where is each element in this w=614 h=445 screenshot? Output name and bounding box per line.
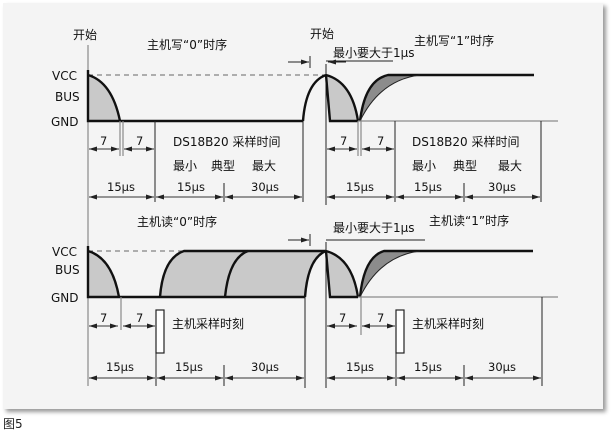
read-0-dim-7a-label: 7 [100, 311, 107, 325]
write-gnd-label: GND [51, 115, 79, 129]
read-0-late-rise-curve [303, 249, 327, 298]
read-1-rise-fill [360, 251, 420, 297]
write-0-release-fill [88, 75, 120, 121]
read-1-dim-15b-label: 15μs [414, 360, 442, 374]
read-0-release-fill [88, 251, 119, 297]
read-min-gap-label: 最小要大于1μs [333, 221, 415, 235]
write-0-dim-15a-label: 15μs [107, 180, 135, 194]
read-bus-label: BUS [55, 263, 80, 277]
read-0-title: 主机读“0”时序 [137, 214, 217, 229]
read-0-sample-moment-label: 主机采样时刻 [172, 316, 244, 331]
read-vcc-label: VCC [52, 245, 77, 259]
read-1-dim-7b-label: 7 [377, 311, 384, 325]
read-1-dim-15a-label: 15μs [346, 360, 374, 374]
write-0-decay-curve [87, 73, 122, 122]
write-1-rise-fill [360, 75, 420, 121]
read-1-decay-curve [325, 249, 360, 298]
write-0-min-label: 最小 [173, 159, 197, 173]
write-0-rise-curve [301, 73, 327, 122]
read-1-dim-30-label: 30μs [488, 360, 516, 374]
write-0-dim-7a-label: 7 [100, 134, 107, 148]
write-vcc-label: VCC [52, 69, 77, 83]
write-1-decay-curve [325, 73, 360, 122]
read-1-dim-7a-label: 7 [339, 311, 346, 325]
write-1-release-fill [326, 75, 358, 121]
read-0-dim-15a-label: 15μs [106, 360, 134, 374]
write-0-dim-15b-label: 15μs [177, 180, 205, 194]
write-1-min-label: 最小 [412, 159, 436, 173]
figure-caption: 图5 [3, 417, 23, 431]
write-1-dim-7a-label: 7 [340, 134, 347, 148]
write-1-sample-window-label: DS18B20 采样时间 [412, 134, 519, 149]
read-0-hold-fill [160, 251, 326, 297]
read-gnd-label: GND [51, 291, 79, 305]
read-1-rise-curve [358, 249, 533, 298]
write-1-dim-7b-label: 7 [377, 134, 384, 148]
write-1-max-label: 最大 [498, 159, 522, 173]
write-timing: 开始 主机写“0”时序 开始 主机写“1”时序 最小要大于1μs VCC BUS… [51, 27, 558, 220]
read-0-early-rise-curve [158, 249, 326, 298]
read-0-mid-rise-curve [223, 249, 249, 298]
read-0-low-pulse [86, 246, 305, 299]
write-0-dim-7b-label: 7 [136, 134, 143, 148]
read-0-dim-7b-label: 7 [136, 311, 143, 325]
read-0-sample-marker [155, 309, 165, 354]
write-start-label-left: 开始 [73, 28, 97, 42]
read-1-low-pulse [324, 250, 358, 299]
write-min-gap-label: 最小要大于1μs [333, 46, 415, 60]
write-1-title: 主机写“1”时序 [414, 33, 494, 48]
read-0-decay-curve [87, 249, 121, 298]
write-1-typ-label: 典型 [453, 159, 477, 173]
write-0-title: 主机写“0”时序 [147, 37, 227, 52]
write-1-dim-30-label: 30μs [488, 180, 516, 194]
read-1-sample-moment-label: 主机采样时刻 [412, 316, 484, 331]
write-1-dim-15a-label: 15μs [346, 180, 374, 194]
write-0-sample-window-label: DS18B20 采样时间 [173, 134, 280, 149]
write-1-rise-curve [358, 73, 534, 122]
read-1-title: 主机读“1”时序 [429, 213, 509, 228]
write-0-typ-label: 典型 [211, 159, 235, 173]
read-1-release-fill [326, 251, 358, 297]
write-1-low-pulse [324, 74, 358, 123]
write-0-low-pulse [86, 70, 303, 123]
write-0-dim-30-label: 30μs [251, 180, 279, 194]
figure-panel [3, 3, 603, 409]
read-1-sample-marker [395, 309, 405, 354]
read-0-dim-30-label: 30μs [251, 360, 279, 374]
read-timing: 主机读“0”时序 主机读“1”时序 最小要大于1μs VCC BUS GND 主… [51, 213, 558, 388]
write-start-label-right: 开始 [310, 27, 334, 41]
read-1-slow-rise-curve [359, 250, 421, 298]
write-0-max-label: 最大 [252, 159, 276, 173]
read-0-dim-15b-label: 15μs [175, 360, 203, 374]
write-1-dim-15b-label: 15μs [414, 180, 442, 194]
write-bus-label: BUS [55, 90, 80, 104]
write-1-slow-rise-curve [359, 74, 421, 122]
